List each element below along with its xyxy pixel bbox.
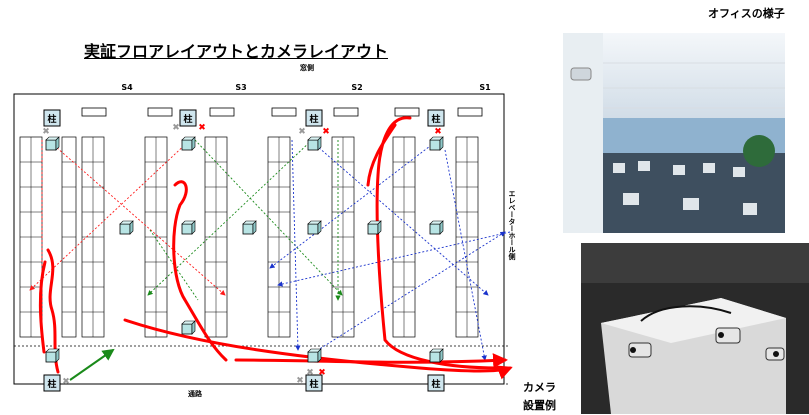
svg-text:✖: ✖	[62, 377, 70, 387]
x-markers: ✖ ✖ ✖ ✖ ✖ ✖ ✖ ✖ ✖ ✖	[42, 123, 442, 387]
svg-text:✖: ✖	[322, 127, 330, 137]
windows	[81, 107, 483, 117]
section-label-s4: S4	[121, 83, 133, 92]
svg-text:柱: 柱	[431, 113, 440, 125]
svg-text:✖: ✖	[434, 127, 442, 137]
svg-text:柱: 柱	[309, 113, 318, 125]
svg-text:✖: ✖	[42, 127, 50, 137]
svg-text:柱: 柱	[47, 378, 56, 390]
green-solid-arrow	[69, 348, 115, 381]
page-title: 実証フロアレイアウトとカメラレイアウト	[84, 42, 389, 61]
svg-text:柱: 柱	[431, 378, 440, 390]
svg-text:✖: ✖	[306, 368, 314, 378]
svg-text:柱: 柱	[47, 113, 56, 125]
camera-installation-photo	[581, 243, 809, 414]
office-photo	[563, 33, 785, 233]
section-label-s3: S3	[235, 83, 246, 92]
camera-example-label: カメラ 設置例	[523, 381, 556, 412]
section-label-s2: S2	[351, 83, 362, 92]
svg-text:✖: ✖	[296, 376, 304, 386]
window-side-label: 窓側	[300, 63, 314, 72]
pillars: 柱 柱 柱 柱 柱 柱 柱	[43, 109, 445, 392]
svg-text:柱: 柱	[183, 113, 192, 125]
svg-text:✖: ✖	[318, 368, 326, 378]
aisle-label: 通路	[188, 389, 203, 398]
section-label-s1: S1	[479, 83, 491, 92]
svg-text:柱: 柱	[309, 378, 318, 390]
floor-layout-diagram: 窓側 S4 S3 S2 S1 通路 エレベーターホール側	[13, 63, 517, 398]
svg-text:✖: ✖	[172, 123, 180, 133]
svg-text:✖: ✖	[198, 123, 206, 133]
office-photo-title: オフィスの様子	[708, 7, 785, 20]
svg-text:✖: ✖	[298, 127, 306, 137]
blue-camera-views	[269, 139, 511, 361]
red-camera-views	[29, 139, 226, 336]
elevator-side-label: エレベーターホール側	[508, 190, 517, 261]
